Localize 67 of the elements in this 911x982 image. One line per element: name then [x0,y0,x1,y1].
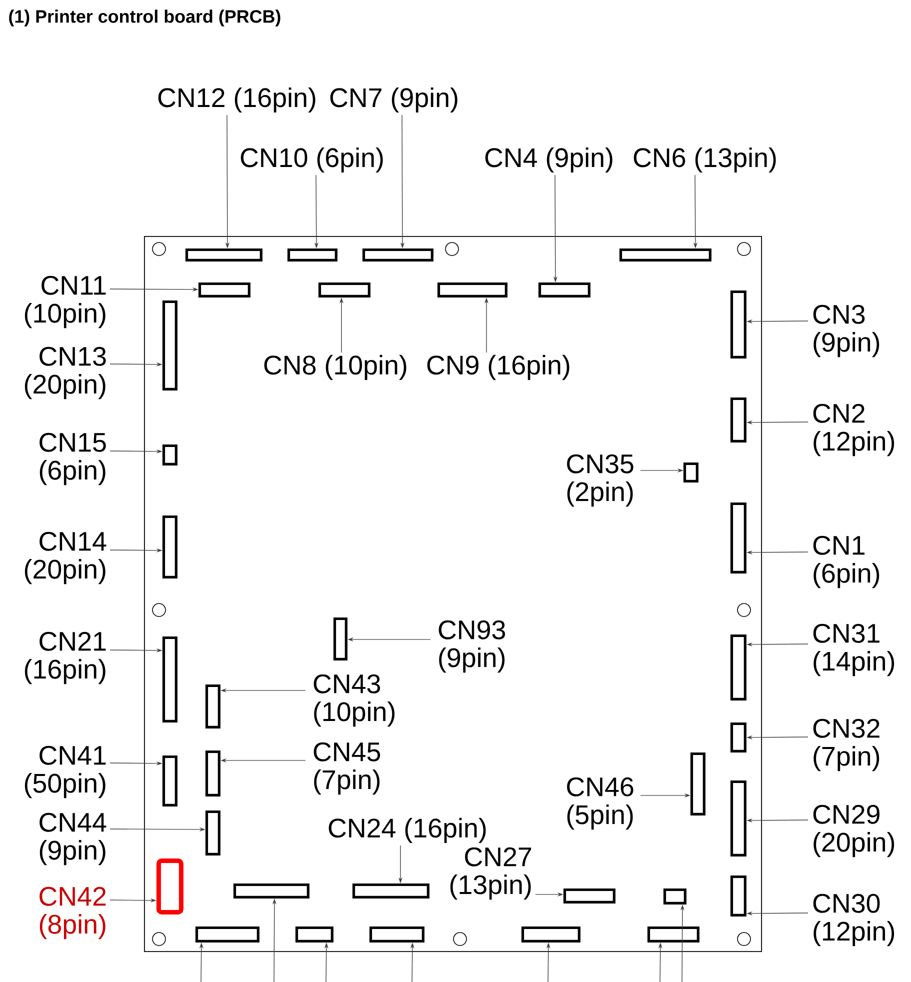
connector-outline [185,248,262,262]
connector-label: CN31 (14pin) [813,624,894,676]
title: (1) Printer control board (PRCB) [9,10,280,26]
connector-outline [205,810,220,856]
connector-outline [683,462,698,482]
connector-label: CN93 (9pin) [438,620,506,673]
connector-outline [362,248,434,262]
connector-outline [647,926,700,942]
connector-label: CN41 (50pin) [24,746,106,798]
connector-label: CN13 (20pin) [24,346,106,400]
connector-outline [198,282,250,298]
connector-outline [162,300,178,390]
connector-outline [352,883,430,898]
connector-label: CN44 (9pin) [40,812,106,866]
connector-outline [690,752,706,816]
connector-outline [162,444,178,466]
connector-label: CN2 (12pin) [813,404,894,456]
connector-outline [730,780,746,856]
circuit-board [144,236,762,952]
connector-label: CN43 (10pin) [314,674,394,727]
connector-label: CN7 (9pin) [330,87,458,113]
connector-outline [162,515,178,578]
connector-label: CN15 (6pin) [40,432,106,486]
connector-label: CN4 (9pin) [485,147,612,173]
connector-outline [730,722,746,752]
connector-outline [295,926,334,942]
connector-outline [663,888,686,904]
connector-label: CN9 (16pin) [427,354,570,380]
connector-label: CN32 (7pin) [813,718,880,772]
connector-label: CN21 (16pin) [24,632,106,684]
connector-outline [318,282,370,298]
connector-outline [563,888,616,904]
connector-outline [730,502,746,574]
connector-label: CN3 (9pin) [813,304,880,358]
connector-label: CN24 (16pin) [328,818,486,843]
connector-outline [156,858,184,914]
connector-outline [730,634,746,700]
connector-outline [233,883,310,898]
connector-outline [333,617,348,660]
connector-label: CN6 (13pin) [634,147,776,173]
connector-label: CN10 (6pin) [240,147,383,173]
connector-outline [730,290,746,358]
connector-outline [205,750,220,796]
connector-outline [195,926,260,942]
connector-label: CN11 (10pin) [24,276,106,328]
connector-label: CN14 (20pin) [24,532,106,584]
connector-outline [437,282,508,298]
connector-label: CN27 (13pin) [450,847,532,900]
connector-label: CN45 (7pin) [314,742,380,795]
connector-label: CN8 (10pin) [264,354,406,380]
connector-label: CN1 (6pin) [813,536,880,588]
connector-outline [287,248,338,262]
connector-label: CN42 (8pin) [40,886,106,940]
connector-label: CN35 (2pin) [567,454,634,507]
connector-outline [730,397,746,442]
connector-outline [730,875,746,916]
connector-outline [538,282,590,298]
connector-outline [521,926,580,942]
connector-label: CN12 (16pin) [158,87,316,113]
connector-outline [162,755,178,806]
connector-outline [369,926,424,942]
connector-outline [162,636,178,722]
connector-label: CN29 (20pin) [813,804,894,858]
connector-outline [205,684,220,728]
connector-outline [619,248,712,262]
connector-label: CN30 (12pin) [813,894,894,946]
connector-label: CN46 (5pin) [567,777,634,830]
